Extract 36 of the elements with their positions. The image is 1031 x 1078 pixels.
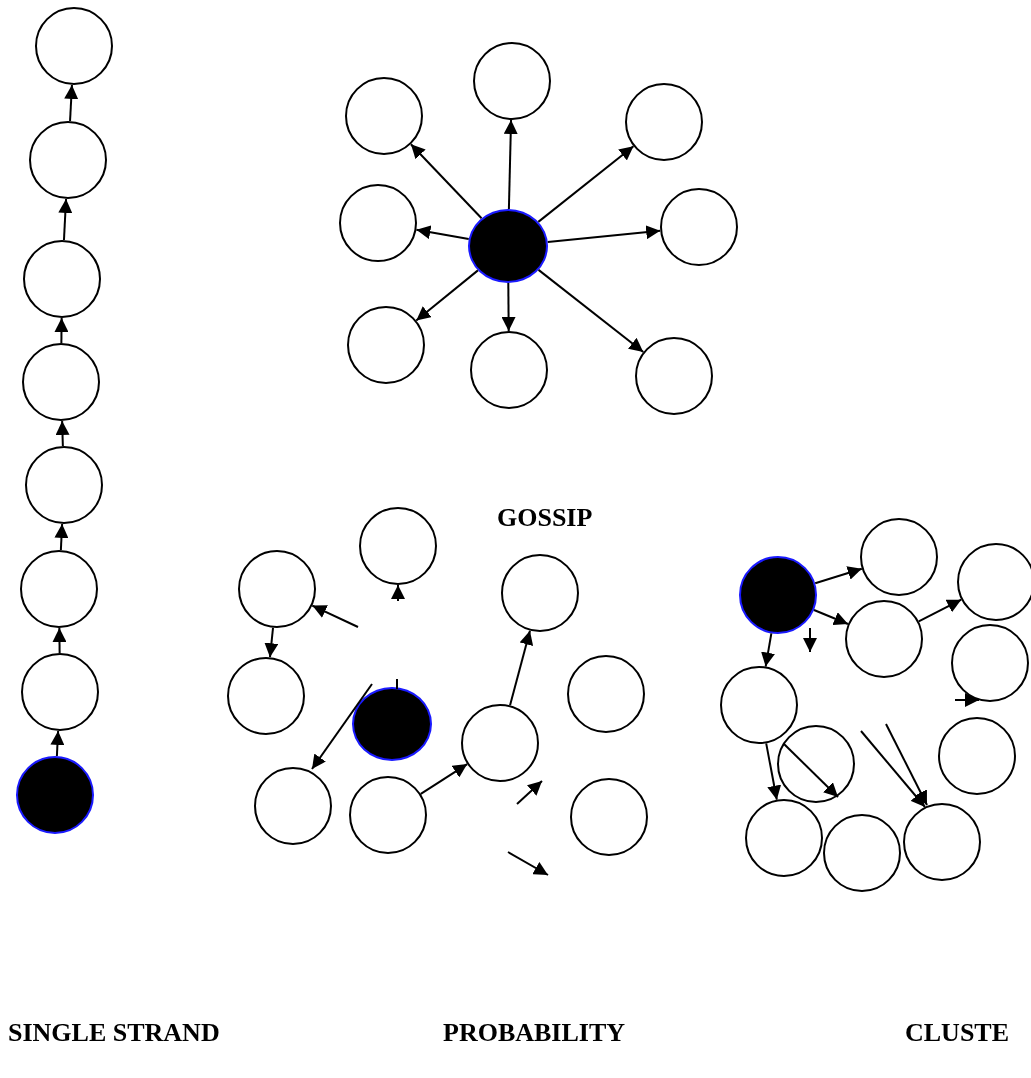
- arrow: [761, 632, 775, 668]
- arrow: [54, 522, 69, 552]
- section-title: PROBABILITY: [443, 1020, 626, 1046]
- arrow: [546, 225, 662, 244]
- filled-circle-node: [468, 209, 548, 283]
- arrow: [58, 197, 73, 242]
- arrow: [501, 282, 516, 332]
- arrow: [54, 317, 69, 344]
- arrow: [52, 627, 67, 654]
- arrow: [813, 608, 849, 626]
- section-title: CLUSTE: [905, 1020, 1010, 1046]
- arrow: [503, 119, 518, 210]
- arrow: [264, 626, 279, 659]
- arrow: [50, 729, 65, 758]
- arrow: [537, 268, 645, 353]
- arrow: [954, 693, 980, 707]
- section-title: SINGLE STRAND: [8, 1020, 220, 1046]
- section-title: GOSSIP: [497, 505, 593, 531]
- arrow: [64, 83, 79, 123]
- arrow: [537, 145, 635, 223]
- arrow: [783, 743, 839, 798]
- arrow: [419, 763, 469, 795]
- arrow: [55, 420, 70, 447]
- arrow: [765, 742, 782, 801]
- arrow: [409, 143, 483, 220]
- arrow: [814, 566, 863, 585]
- circle-node: [777, 725, 855, 803]
- arrow: [885, 723, 928, 806]
- arrow: [415, 269, 479, 322]
- arrow: [311, 683, 373, 770]
- arrow: [917, 598, 963, 623]
- arrow: [415, 225, 470, 241]
- arrow: [509, 629, 534, 707]
- arrow: [391, 584, 405, 602]
- arrow: [311, 604, 359, 628]
- arrow: [860, 730, 926, 808]
